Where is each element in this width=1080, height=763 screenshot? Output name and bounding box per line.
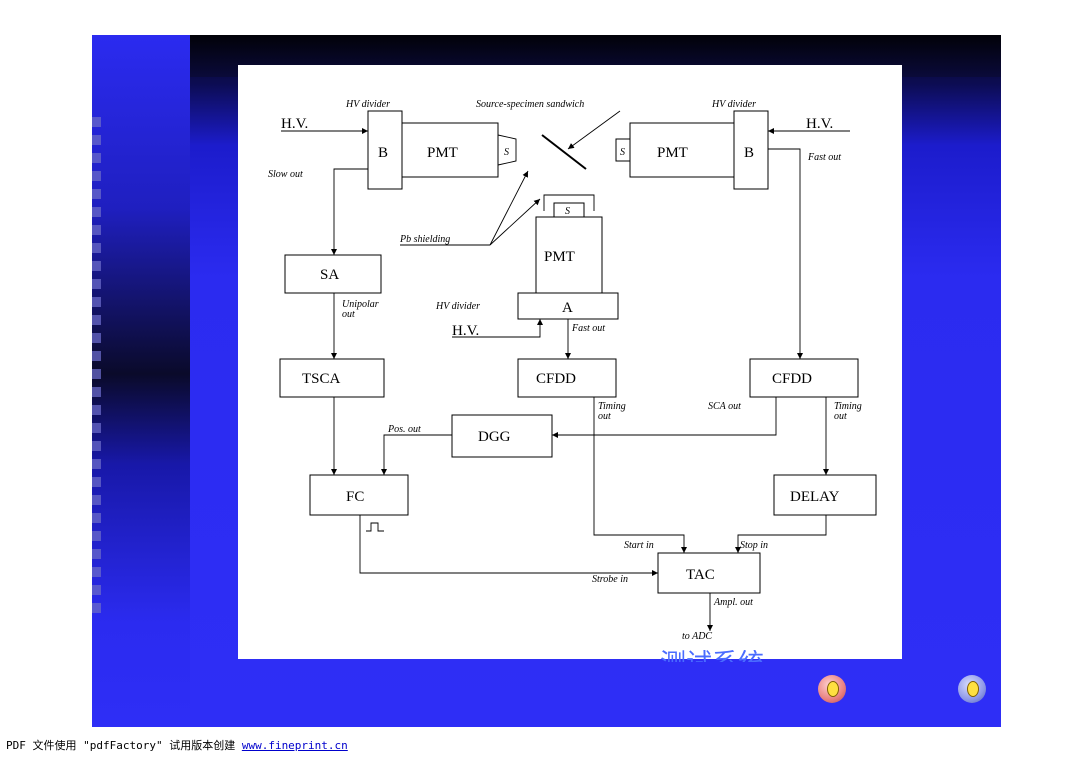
tsca-box: [279, 358, 385, 398]
tac-label: TAC: [686, 567, 715, 583]
timing-right-out-label: out: [834, 411, 847, 422]
hv-left-label: H.V.: [281, 116, 308, 132]
ampl-out-label: Ampl. out: [713, 597, 753, 608]
decorative-square: [92, 351, 101, 361]
sa-box: [284, 254, 382, 294]
unipolar-out-label: out: [342, 309, 355, 320]
s-right-label: S: [620, 147, 625, 158]
decorative-square: [92, 189, 101, 199]
decorative-square: [92, 333, 101, 343]
pmt-center-label: PMT: [544, 249, 575, 265]
decorative-square: [92, 585, 101, 595]
s-center-label: S: [565, 206, 570, 217]
decorative-square: [92, 153, 101, 163]
hv-divider-left-box: [367, 110, 403, 190]
diagram-panel: B PMT S HV divider H.V. Slow out Source-…: [238, 65, 902, 659]
decorative-square: [92, 207, 101, 217]
decorative-square: [92, 567, 101, 577]
strobe-in-label: Strobe in: [592, 574, 628, 585]
fc-box: [309, 474, 409, 516]
cfdd-center-box: [517, 358, 617, 398]
decorative-square: [92, 279, 101, 289]
unipolar-label: Unipolar: [342, 299, 379, 310]
decorative-square: [92, 387, 101, 397]
tsca-label: TSCA: [302, 371, 341, 387]
hv-center-line: [452, 319, 543, 338]
decorative-square: [92, 315, 101, 325]
previous-slide-button[interactable]: [818, 675, 846, 703]
pb-shielding-label: Pb shielding: [399, 234, 450, 245]
pmt-right-box: [629, 122, 735, 178]
stop-in-label: Stop in: [740, 540, 768, 551]
sa-label: SA: [320, 267, 339, 283]
decorative-square: [92, 495, 101, 505]
decorative-square: [92, 225, 101, 235]
decorative-square: [92, 405, 101, 415]
decorative-square: [92, 603, 101, 613]
decorative-square: [92, 423, 101, 433]
next-slide-button[interactable]: [958, 675, 986, 703]
hv-right-label: H.V.: [806, 116, 833, 132]
prev-face-icon: [827, 681, 839, 697]
pmt-left-label: PMT: [427, 145, 458, 161]
slide-caption: 测试系统: [660, 650, 764, 662]
hv-center-label: H.V.: [452, 323, 479, 339]
decorative-square: [92, 531, 101, 541]
b-left-label: B: [378, 145, 388, 161]
tac-box: [657, 552, 761, 594]
timing-center-label: Timing: [598, 401, 626, 412]
decorative-square: [92, 513, 101, 523]
timing-right-label: Timing: [834, 401, 862, 412]
delay-box: [773, 474, 877, 516]
fc-label: FC: [346, 489, 364, 505]
delay-label: DELAY: [790, 489, 840, 505]
dgg-box: [451, 414, 553, 458]
fast-out-right-label: Fast out: [807, 152, 841, 163]
hv-divider-left-label: HV divider: [345, 99, 390, 110]
pmt-right-label: PMT: [657, 145, 688, 161]
decorative-square: [92, 261, 101, 271]
decorative-square: [92, 135, 101, 145]
decorative-square: [92, 369, 101, 379]
pulse-icon: [366, 522, 384, 532]
pmt-center-box: [535, 216, 603, 294]
footer-text: PDF 文件使用 "pdfFactory" 试用版本创建: [6, 739, 242, 752]
sca-out-label: SCA out: [708, 401, 741, 412]
pos-out-label: Pos. out: [387, 424, 421, 435]
cfdd-center-label: CFDD: [536, 371, 576, 387]
cfdd-right-box: [749, 358, 859, 398]
pdf-footer: PDF 文件使用 "pdfFactory" 试用版本创建 www.finepri…: [6, 737, 348, 753]
decorative-square: [92, 171, 101, 181]
start-in-label: Start in: [624, 540, 654, 551]
a-center-label: A: [562, 300, 573, 316]
coincidence-circuit-diagram: B PMT S HV divider H.V. Slow out Source-…: [268, 99, 877, 642]
hv-divider-center-label: HV divider: [435, 301, 480, 312]
decorative-square: [92, 441, 101, 451]
source-label: Source-specimen sandwich: [476, 99, 584, 110]
hv-divider-right-label: HV divider: [711, 99, 756, 110]
slide: B PMT S HV divider H.V. Slow out Source-…: [92, 35, 1001, 727]
next-face-icon: [967, 681, 979, 697]
scintillator-left-shape: [497, 134, 517, 166]
decorative-square: [92, 549, 101, 559]
decorative-square: [92, 117, 101, 127]
hv-divider-right-box: [733, 110, 769, 190]
footer-link[interactable]: www.fineprint.cn: [241, 739, 348, 752]
timing-center-out-label: out: [598, 411, 611, 422]
pmt-left-box: [401, 122, 499, 178]
slide-left-gradient-bar: [92, 35, 190, 727]
dgg-label: DGG: [478, 429, 511, 445]
decorative-square: [92, 459, 101, 469]
hv-divider-center-box: [517, 292, 619, 320]
b-right-label: B: [744, 145, 754, 161]
decorative-square: [92, 243, 101, 253]
decorative-square: [92, 297, 101, 307]
fast-out-center-label: Fast out: [571, 323, 605, 334]
cfdd-right-label: CFDD: [772, 371, 812, 387]
slow-out-label: Slow out: [268, 169, 303, 180]
decorative-square: [92, 477, 101, 487]
to-adc-label: to ADC: [682, 631, 712, 642]
s-left-label: S: [504, 147, 509, 158]
